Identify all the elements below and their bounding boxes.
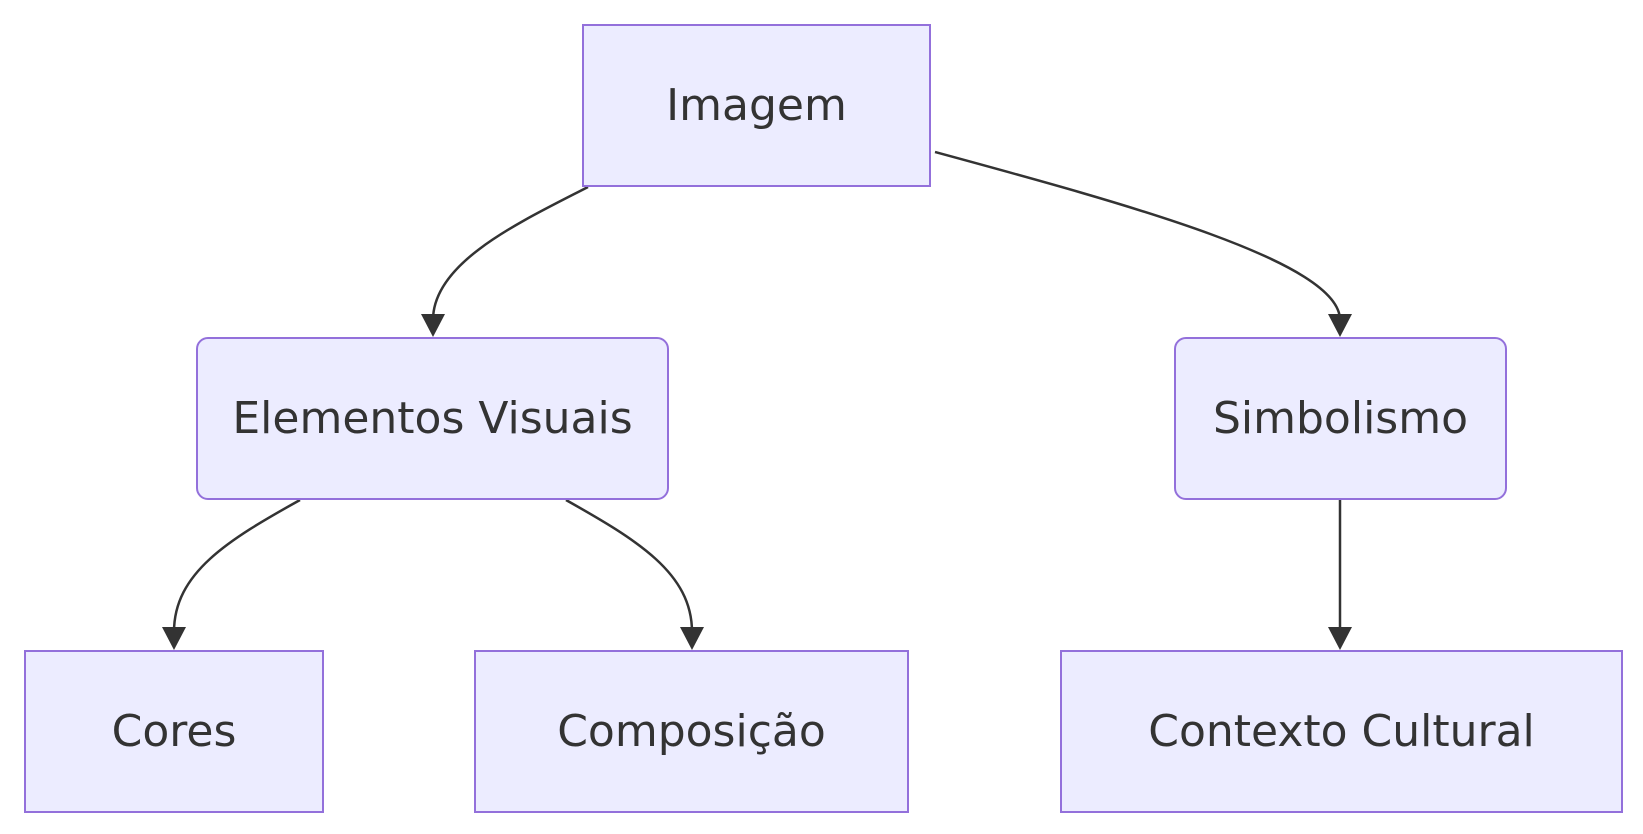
node-simbolismo: Simbolismo	[1174, 337, 1507, 500]
arrowhead-cores	[162, 627, 186, 650]
edge-elementos-composicao	[565, 498, 694, 633]
arrowhead-simbolismo	[1328, 314, 1352, 337]
edge-imagem-simbolismo	[934, 150, 1342, 321]
edge-imagem-elementos	[431, 185, 589, 321]
arrowhead-composicao	[680, 627, 704, 650]
edge-elementos-cores	[172, 498, 301, 633]
node-elementos-visuais-label: Elementos Visuais	[232, 393, 633, 444]
arrowhead-elementos	[421, 314, 445, 337]
node-composicao: Composição	[474, 650, 909, 813]
node-contexto-cultural: Contexto Cultural	[1060, 650, 1623, 813]
node-cores: Cores	[24, 650, 324, 813]
node-contexto-cultural-label: Contexto Cultural	[1148, 706, 1535, 757]
node-imagem-label: Imagem	[666, 80, 847, 131]
node-elementos-visuais: Elementos Visuais	[196, 337, 669, 500]
node-imagem: Imagem	[582, 24, 931, 187]
node-simbolismo-label: Simbolismo	[1212, 393, 1469, 444]
arrowhead-contexto	[1328, 627, 1352, 650]
node-cores-label: Cores	[111, 706, 237, 757]
node-composicao-label: Composição	[557, 706, 826, 757]
